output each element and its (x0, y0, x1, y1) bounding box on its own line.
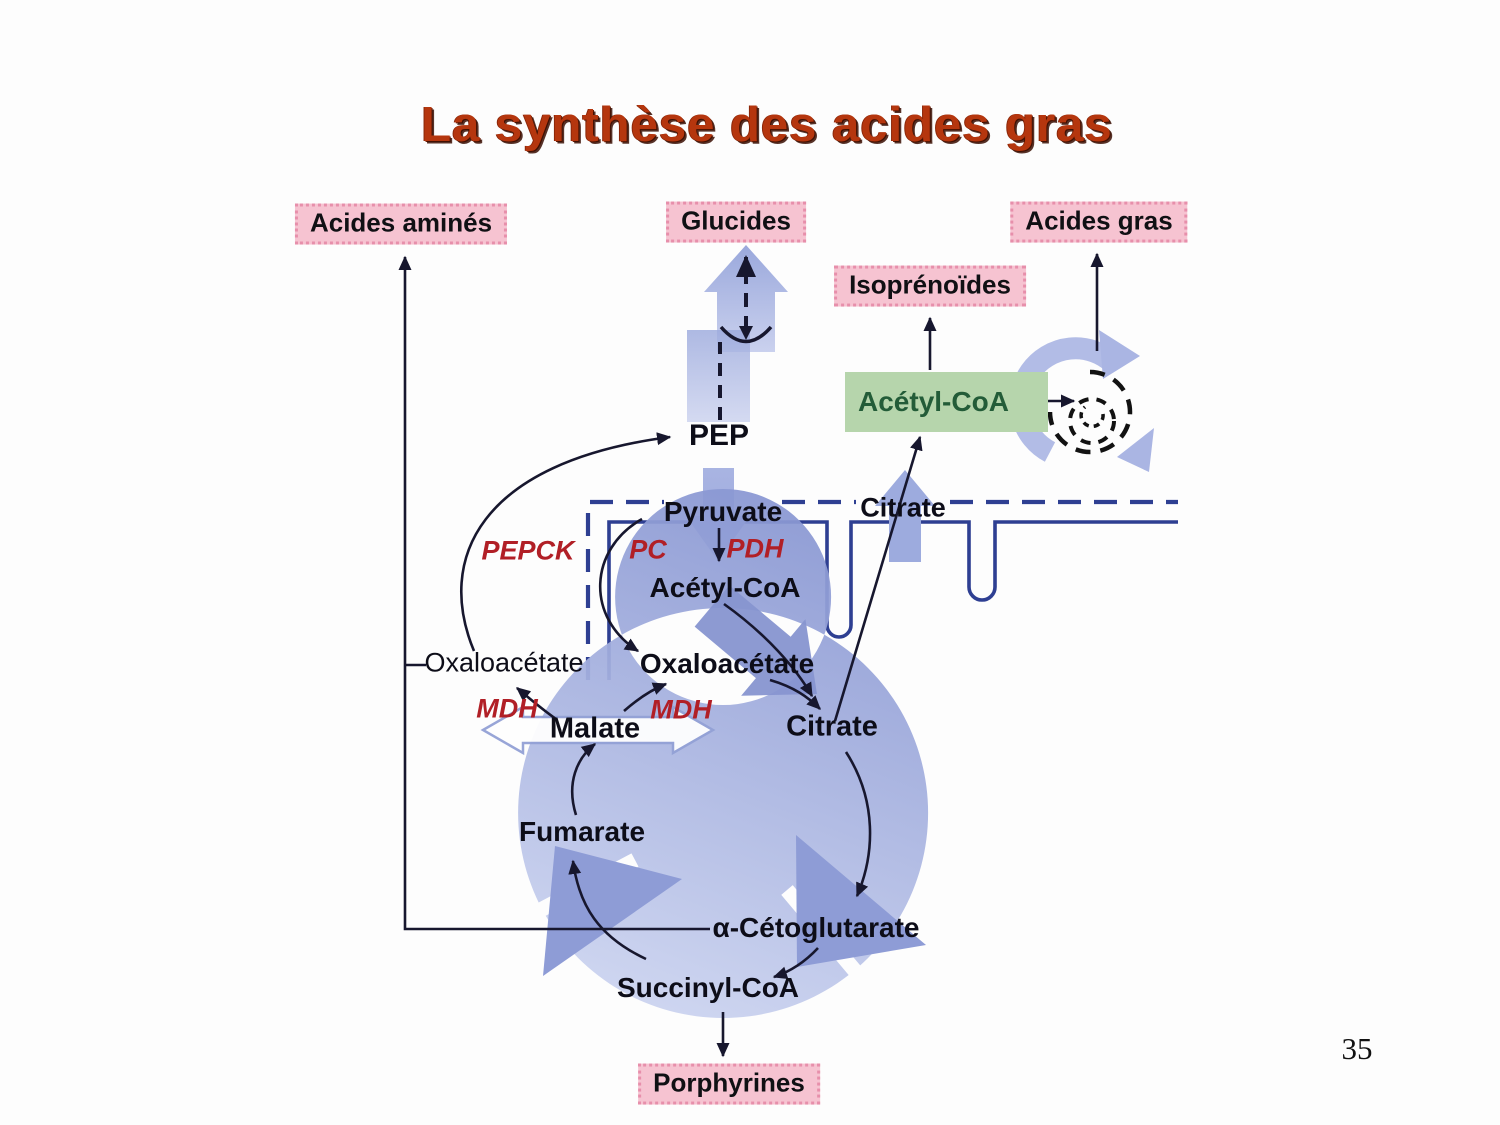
label-enzyme-pdh: PDH (726, 533, 784, 564)
spiral-dashed-middle (1068, 397, 1116, 445)
slide-title: La synthèse des acides gras (421, 98, 1113, 152)
arrow-succinylcoa-to-fumarate (568, 859, 647, 961)
spiral-dashed-inner (1079, 405, 1105, 429)
dashed-arrow-down-tip (739, 326, 753, 340)
tca-arrowhead-right (796, 835, 926, 967)
acetyl-coa-cytosolic-label: Acétyl-CoA (858, 386, 1009, 417)
box-isoprenoids: Isoprénoïdes (834, 265, 1026, 307)
page-number: 35 (1341, 1031, 1373, 1066)
label-pep: PEP (688, 419, 750, 452)
label-enzyme-pc: PC (629, 534, 667, 565)
arrow-pepck-oaa-to-pep (460, 432, 672, 652)
label-citrate: Citrate (786, 710, 878, 743)
label-pyruvate: Pyruvate (663, 496, 783, 527)
label-succinyl-coa: Succinyl-CoA (616, 972, 800, 1003)
label-fumarate: Fumarate (518, 816, 646, 847)
box-glucides: Glucides (666, 201, 806, 243)
box-acetyl-coa-cytosolic: Acétyl-CoA (845, 372, 1048, 432)
label-malate: Malate (549, 712, 641, 745)
glucides-block-arrows (687, 245, 788, 422)
tca-cycle-ring (518, 489, 929, 1019)
bypass-cup (719, 325, 773, 344)
outer-membrane-dashed (585, 499, 1178, 680)
arrow-oaa-to-citrate (769, 678, 821, 710)
arrow-citrate-to-acetylcoa-cytosol (833, 435, 923, 722)
label-citrate-cytosolic: Citrate (860, 492, 946, 523)
malate-shuttle-double-arrow (480, 704, 716, 756)
box-porphyrins: Porphyrines (638, 1063, 820, 1105)
arrow-akg-to-amino-acids (398, 255, 710, 931)
box-fatty-acids: Acides gras (1010, 201, 1188, 243)
label-oxaloacetate-mitochondrial: Oxaloacétate (639, 648, 815, 679)
arrow-acetylcoa-to-citrate (723, 602, 814, 698)
arrow-citrate-to-akg (844, 751, 872, 898)
label-enzyme-pepck: PEPCK (481, 535, 575, 566)
arrow-akg-to-succinylcoa (772, 947, 819, 980)
label-alpha-ketoglutarate: α-Cétoglutarate (712, 912, 920, 943)
label-acetyl-coa-mitochondrial: Acétyl-CoA (649, 572, 801, 603)
spiral-blue-arrowhead (1099, 330, 1140, 379)
spiral-blue-tail (1117, 428, 1154, 472)
spiral-blue-arc (1009, 337, 1121, 462)
arrow-mdh-malate-to-oaa (623, 682, 668, 712)
arrow-mdh-malate-to-oaa-cytosol (515, 686, 557, 721)
arrow-fumarate-to-malate (570, 742, 597, 816)
label-oxaloacetate-cytosolic: Oxaloacétate (424, 647, 584, 678)
mitochondrion-membranes (585, 499, 1178, 680)
inner-membrane-solid (607, 520, 1178, 680)
label-enzyme-mdh-cytosolic: MDH (476, 693, 538, 724)
tca-arrowhead-left (543, 846, 682, 976)
block-arrow-acetylcoa-entry (694, 585, 817, 696)
box-amino-acids: Acides aminés (294, 203, 508, 245)
reaction-arrows (398, 252, 1104, 1058)
arrow-pc-pyruvate-to-oaa (598, 517, 643, 653)
fatty-acid-synthesis-spiral-icon (1009, 330, 1154, 472)
label-enzyme-mdh-mitochondrial: MDH (650, 694, 712, 725)
spiral-dashed-outer (1047, 369, 1133, 455)
